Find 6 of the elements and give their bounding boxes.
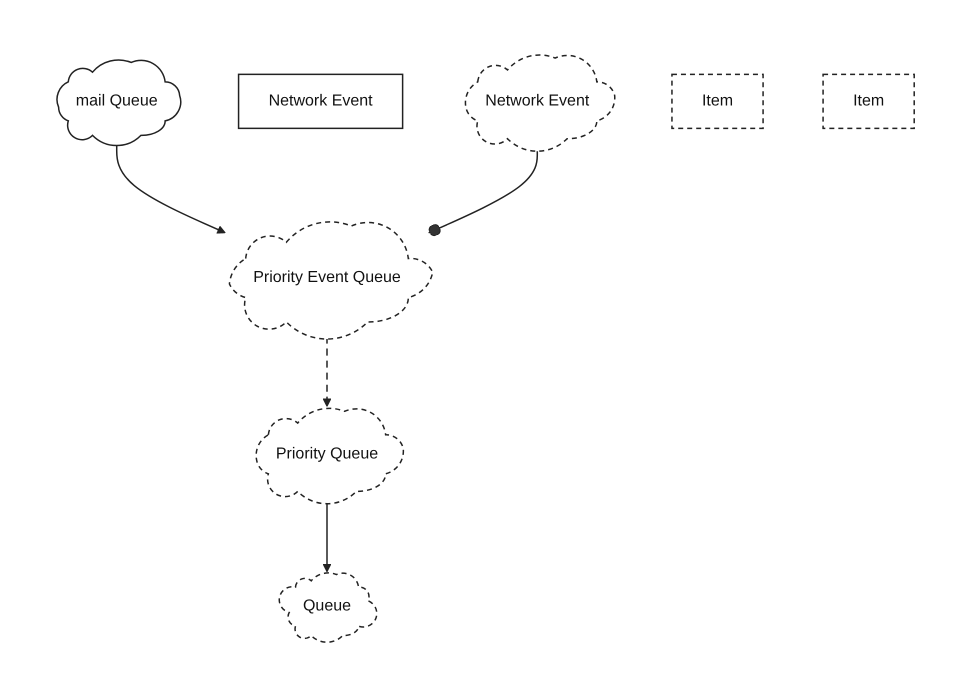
arrow <box>323 502 332 573</box>
node-box: Item <box>672 74 764 130</box>
connector <box>428 150 538 237</box>
node-box: Item <box>822 74 916 130</box>
arrow <box>116 144 226 234</box>
node-box: Network Event <box>238 74 404 130</box>
